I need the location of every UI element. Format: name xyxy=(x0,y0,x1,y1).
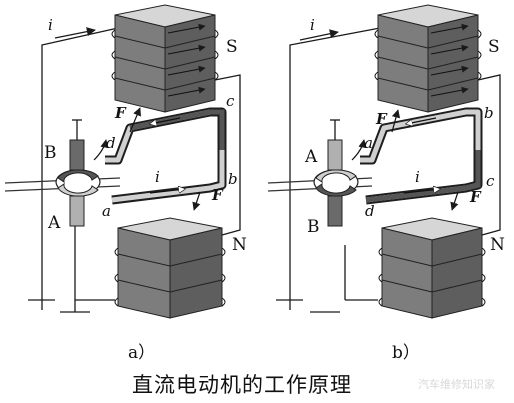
force-bottom-label-b: F xyxy=(469,188,482,206)
corner-d-label-b: d xyxy=(365,202,375,220)
corner-b-label: b xyxy=(228,170,238,188)
corner-b-label-b: b xyxy=(484,104,494,122)
brush-top xyxy=(69,139,85,171)
n-pole-magnet xyxy=(114,217,226,319)
coil-current-arrow-top-b xyxy=(406,117,437,124)
n-pole-label: N xyxy=(232,235,247,255)
loop-current-label: i xyxy=(155,168,160,186)
coil-current-arrow-top xyxy=(150,117,181,124)
brush-b-label-b: B xyxy=(307,217,320,237)
force-arrow-top xyxy=(129,107,141,133)
coil-current-arrow-bottom xyxy=(149,189,185,194)
corner-a-label: a xyxy=(102,202,111,220)
brush-top-b xyxy=(327,139,343,171)
corner-c-label-b: c xyxy=(486,172,495,190)
n-pole-magnet-b xyxy=(378,217,486,319)
n-pole-label-b: N xyxy=(490,235,505,255)
commutator xyxy=(55,169,101,197)
coil-current-arrow-bottom-b xyxy=(403,189,440,194)
figure-caption: 直流电动机的工作原理 xyxy=(132,373,352,397)
s-pole-magnet xyxy=(111,4,219,113)
brush-b-label: B xyxy=(44,143,57,163)
panel-b-sublabel: b） xyxy=(392,343,420,363)
brush-a-label: A xyxy=(47,213,61,233)
force-bottom-label: F xyxy=(211,186,224,204)
force-top-label-b: F xyxy=(375,110,388,128)
current-arrow xyxy=(54,27,96,39)
current-arrow-b xyxy=(299,29,339,41)
watermark: 汽车维修知识家 xyxy=(418,377,495,391)
current-label-b: i xyxy=(310,16,315,34)
brush-bottom-b xyxy=(327,195,343,227)
brush-a-label-b: A xyxy=(304,147,318,167)
armature-coil-b xyxy=(360,107,483,205)
right-return-wire xyxy=(214,74,241,236)
current-label: i xyxy=(48,16,53,34)
force-arrow-top-b xyxy=(391,109,401,133)
corner-d-label: d xyxy=(106,134,116,152)
external-circuit-wire-b xyxy=(289,27,381,300)
corner-c-label: c xyxy=(226,92,235,110)
loop-current-label-b: i xyxy=(415,168,420,186)
s-pole-label-b: S xyxy=(488,37,500,57)
force-arrow-bottom-b xyxy=(450,191,459,211)
brush-bottom xyxy=(69,195,85,227)
rotation-arrow-b xyxy=(351,139,367,161)
panel-b: S N xyxy=(267,4,505,363)
force-arrow-bottom xyxy=(192,191,201,211)
rotation-arrow xyxy=(93,139,109,161)
right-return-wire-b xyxy=(477,74,501,236)
s-pole-label: S xyxy=(226,37,238,57)
panel-a: S N xyxy=(4,4,247,363)
force-top-label: F xyxy=(114,104,127,122)
panel-a-sublabel: a） xyxy=(128,343,155,363)
corner-a-label-b: a xyxy=(364,134,373,152)
armature-coil xyxy=(105,107,227,205)
s-pole-magnet-b xyxy=(374,4,482,113)
commutator-b xyxy=(313,169,359,197)
